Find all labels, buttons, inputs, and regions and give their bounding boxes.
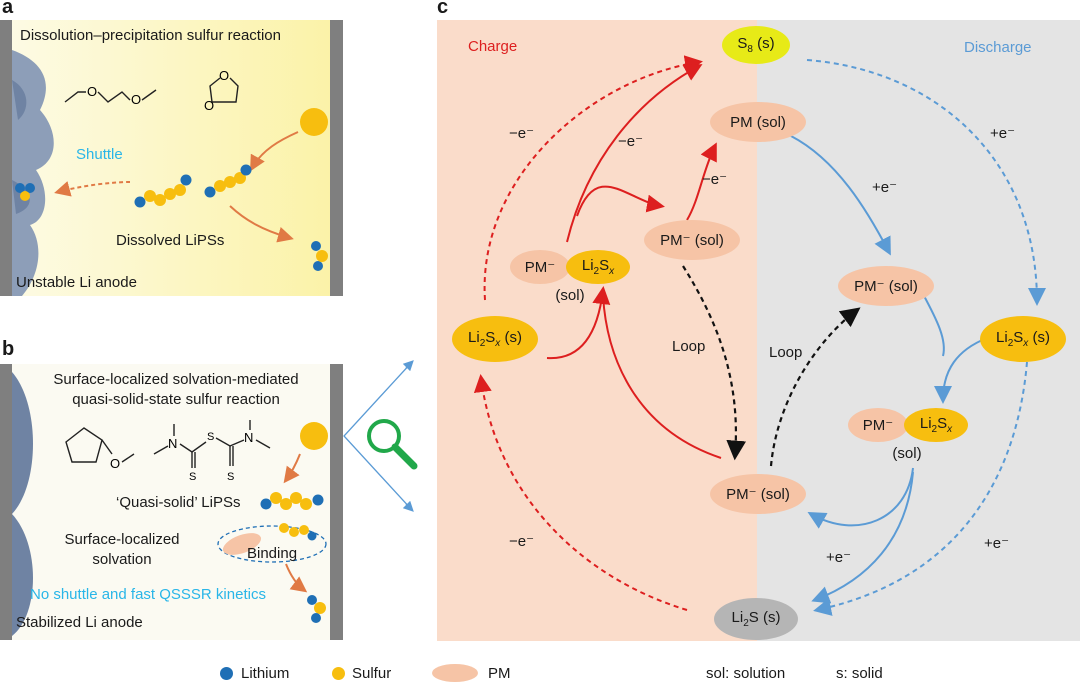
magnifier-connector — [343, 360, 418, 512]
charge-label: Charge — [468, 38, 518, 55]
pm-minus-sol-node-right: PM⁻ (sol) — [838, 266, 934, 306]
sulfur-particle-b — [300, 422, 328, 450]
li2s-solid-node: Li2S (s) — [714, 598, 798, 640]
legend-sulfur-dot — [332, 667, 345, 680]
quasi-solid-lipss-label: ‘Quasi-solid’ LiPSs — [116, 494, 241, 511]
svg-text:O: O — [87, 84, 97, 99]
surface-localized-label-2: solvation — [92, 551, 152, 568]
pm-minus-complex-right: PM⁻ — [848, 408, 908, 442]
loop-label-left: Loop — [672, 338, 706, 355]
plus-e-label-2: +e⁻ — [872, 179, 898, 196]
binding-label: Binding — [247, 545, 298, 562]
s8-node: S8 (s) — [722, 26, 790, 64]
pm-minus-sol-node-top: PM⁻ (sol) — [644, 220, 740, 260]
panel-c-arrows — [473, 55, 1046, 616]
dme-molecule: O O — [64, 84, 157, 107]
magnifier-icon — [367, 419, 418, 470]
sulfur-atom-1: S — [189, 471, 196, 483]
thiuram-molecule: N S S S N — [153, 420, 271, 483]
legend-sulfur-label: Sulfur — [352, 665, 392, 682]
sulfur-atom-3: S — [227, 471, 234, 483]
sulfur-particle — [300, 108, 328, 136]
li2sx-solid-node-right: Li2Sx (s) — [980, 316, 1066, 362]
plus-e-label-4: +e⁻ — [984, 535, 1010, 552]
panel-b-arrows — [217, 453, 327, 623]
panel-c-label: c — [437, 0, 449, 18]
plus-e-label-1: +e⁻ — [990, 125, 1016, 142]
legend-s-definition: s: solid — [836, 665, 883, 682]
panel-a-electrode — [330, 20, 343, 296]
panel-b-electrode — [330, 364, 343, 640]
panel-a-arrows — [15, 131, 328, 271]
plus-e-label-3: +e⁻ — [826, 549, 852, 566]
panel-b-title-line2: quasi-solid-state sulfur reaction — [72, 391, 280, 408]
panel-a-anode-dendrites — [0, 20, 54, 296]
svg-text:N: N — [168, 436, 177, 451]
legend-pm-swatch — [432, 664, 478, 682]
pm-minus-sol-node-bottom: PM⁻ (sol) — [710, 474, 806, 514]
pm-minus-complex-left: PM⁻ — [510, 250, 570, 284]
dol-molecule: O O — [204, 68, 239, 113]
minus-e-label-4: −e⁻ — [509, 533, 535, 550]
panel-b-anode — [0, 364, 33, 640]
li2sx-complex-right: Li2Sx — [904, 408, 968, 442]
minus-e-label-1: −e⁻ — [509, 125, 535, 142]
cpme-molecule: O — [65, 427, 135, 471]
svg-text:O: O — [131, 92, 141, 107]
svg-text:O: O — [110, 456, 120, 471]
surface-localized-label-1: Surface-localized — [64, 531, 180, 548]
lips-chain — [134, 174, 192, 208]
legend-pm-label: PM — [488, 665, 511, 682]
svg-text:O: O — [219, 68, 229, 83]
sol-label-left: (sol) — [555, 287, 585, 304]
pm-sol-node: PM (sol) — [710, 102, 806, 142]
panel-b-label: b — [2, 338, 15, 360]
dissolved-lipss-label: Dissolved LiPSs — [116, 232, 225, 249]
panel-a-label: a — [2, 0, 14, 18]
svg-text:N: N — [244, 430, 253, 445]
unstable-anode-label: Unstable Li anode — [16, 274, 137, 291]
legend-lithium-label: Lithium — [241, 665, 290, 682]
loop-label-right: Loop — [769, 344, 803, 361]
legend-lithium-dot — [220, 667, 233, 680]
minus-e-label-3: −e⁻ — [702, 171, 728, 188]
li2sx-complex-left: Li2Sx — [566, 250, 630, 284]
svg-text:O: O — [204, 98, 214, 113]
stabilized-anode-label: Stabilized Li anode — [16, 614, 143, 631]
discharge-label: Discharge — [964, 39, 1032, 56]
panel-a-title: Dissolution–precipitation sulfur reactio… — [20, 27, 281, 44]
sulfur-atom-2: S — [207, 431, 214, 443]
sol-label-right: (sol) — [892, 445, 922, 462]
panel-a — [0, 20, 342, 296]
no-shuttle-label: No shuttle and fast QSSSR kinetics — [30, 586, 266, 603]
minus-e-label-2: −e⁻ — [618, 133, 644, 150]
li2sx-solid-node-left: Li2Sx (s) — [452, 316, 538, 362]
panel-b-title-line1: Surface-localized solvation-mediated — [53, 371, 299, 388]
shuttle-label: Shuttle — [76, 146, 123, 163]
legend-sol-definition: sol: solution — [706, 665, 786, 682]
